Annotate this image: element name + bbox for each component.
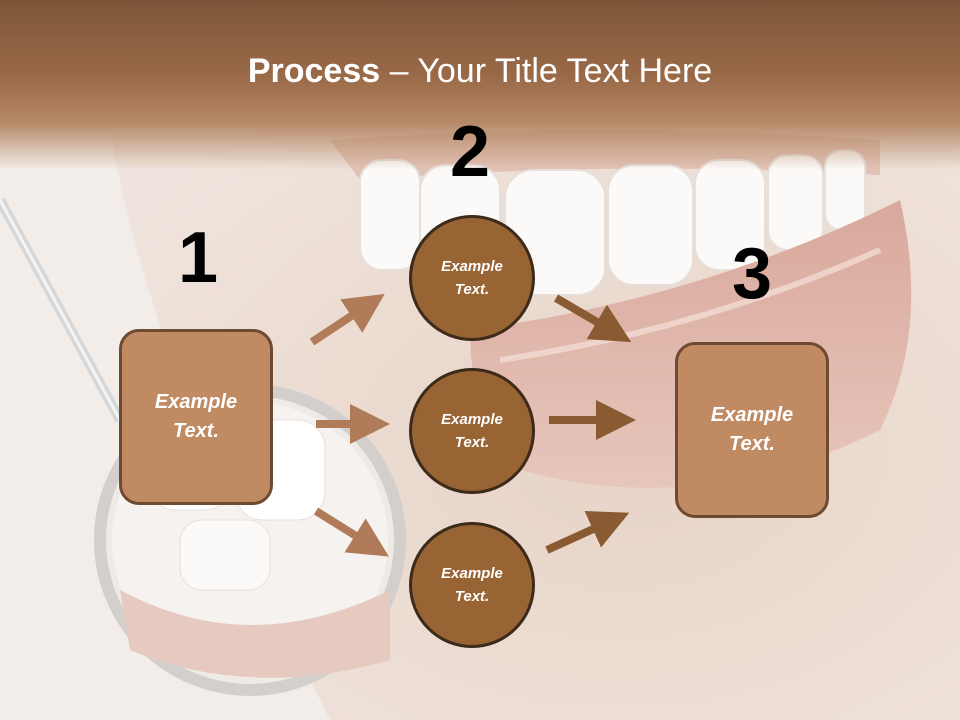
node-bottom[interactable]: Example Text. xyxy=(409,522,535,648)
step-number-1: 1 xyxy=(178,218,219,298)
node-middle[interactable]: Example Text. xyxy=(409,368,535,494)
arrow-bottom-to-3 xyxy=(545,511,630,554)
arrow-1-to-top xyxy=(309,293,385,346)
step-1-label: Example Text. xyxy=(154,391,238,442)
node-middle-label: Example Text. xyxy=(441,411,503,451)
node-top[interactable]: Example Text. xyxy=(409,215,535,341)
step-3-box[interactable]: Example Text. xyxy=(675,342,829,518)
step-number-3: 3 xyxy=(732,234,773,314)
node-top-label: Example Text. xyxy=(441,258,503,298)
step-number-2: 2 xyxy=(450,112,491,192)
arrow-top-to-3 xyxy=(553,294,632,343)
step-1-box[interactable]: Example Text. xyxy=(119,329,273,505)
title-rest: – Your Title Text Here xyxy=(380,52,713,90)
slide-title: Process – Your Title Text Here xyxy=(0,52,960,91)
step-3-label: Example Text. xyxy=(710,404,794,455)
arrow-1-to-bottom xyxy=(313,507,389,557)
header-band xyxy=(0,0,960,170)
title-bold: Process xyxy=(247,52,381,90)
node-bottom-label: Example Text. xyxy=(441,565,503,605)
